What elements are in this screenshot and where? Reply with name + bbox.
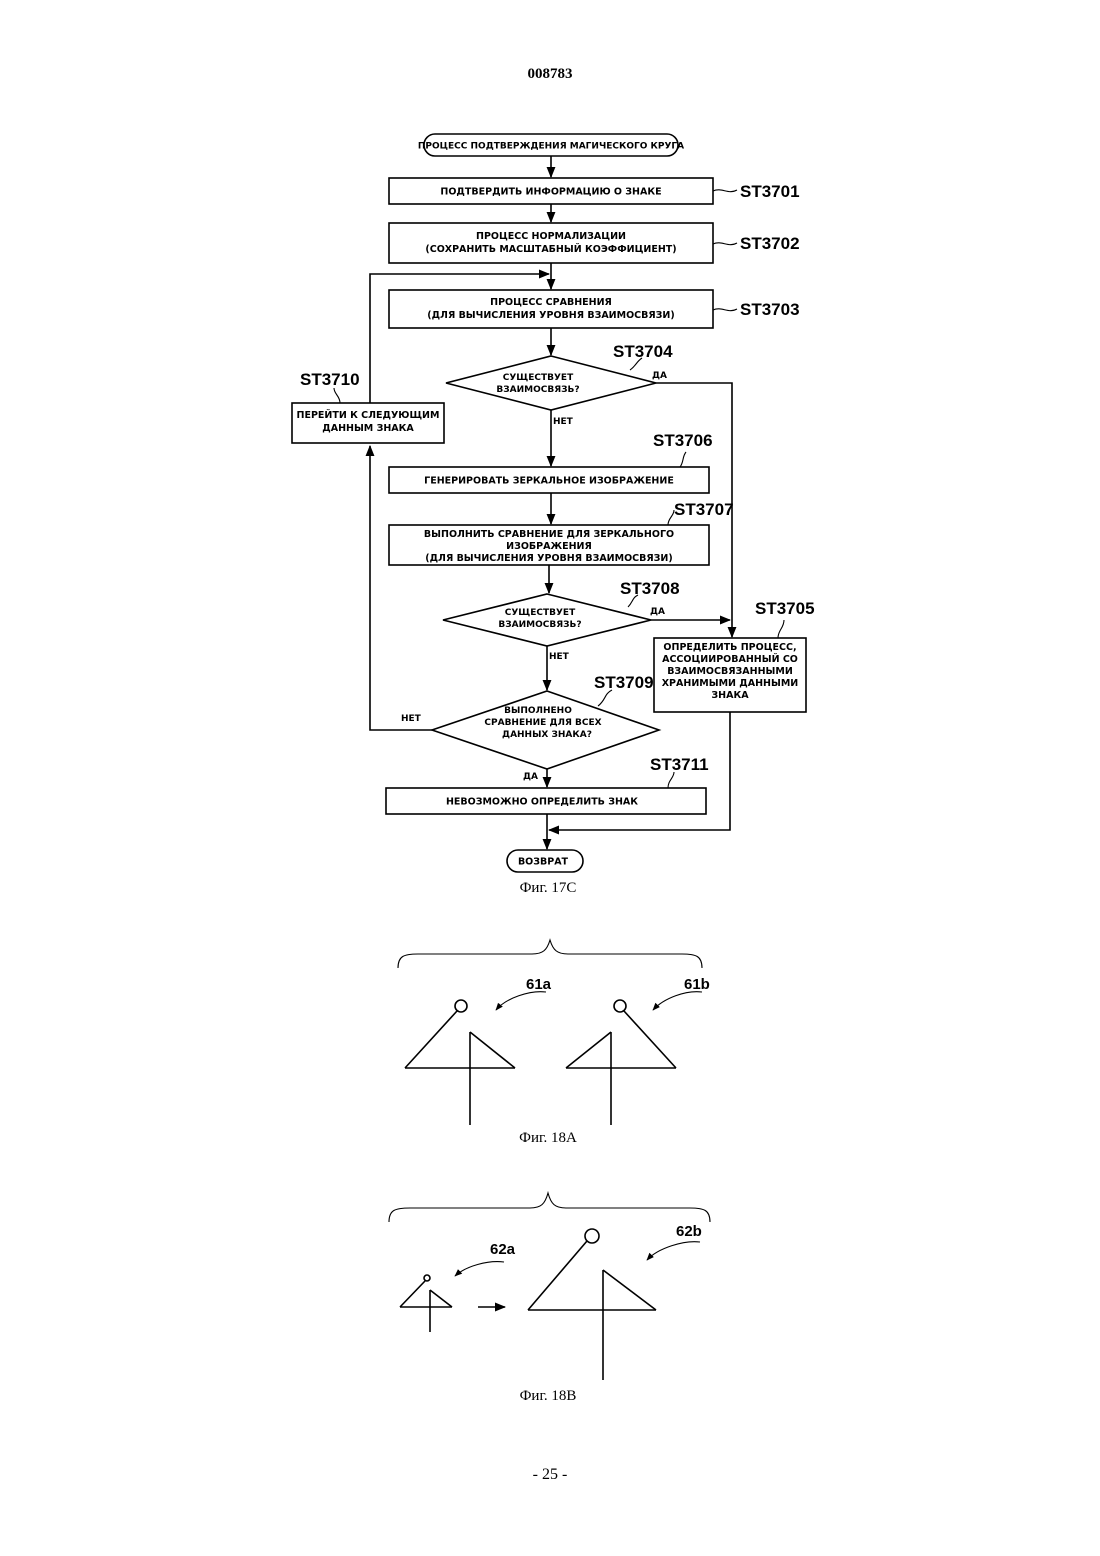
start-terminator: ПРОЦЕСС ПОДТВЕРЖДЕНИЯ МАГИЧЕСКОГО КРУГА xyxy=(418,134,684,156)
svg-text:ДА: ДА xyxy=(523,772,538,782)
svg-text:ПОДТВЕРДИТЬ ИНФОРМАЦИЮ О ЗНАКЕ: ПОДТВЕРДИТЬ ИНФОРМАЦИЮ О ЗНАКЕ xyxy=(440,187,661,198)
svg-text:(СОХРАНИТЬ МАСШТАБНЫЙ КОЭФФИЦИ: (СОХРАНИТЬ МАСШТАБНЫЙ КОЭФФИЦИЕНТ) xyxy=(425,243,676,255)
svg-text:СУЩЕСТВУЕТ: СУЩЕСТВУЕТ xyxy=(503,373,574,383)
svg-text:ST3706: ST3706 xyxy=(653,431,713,450)
svg-text:ДА: ДА xyxy=(652,371,667,381)
step-st3701: ПОДТВЕРДИТЬ ИНФОРМАЦИЮ О ЗНАКЕ ST3701 xyxy=(389,178,800,204)
step-st3707: ВЫПОЛНИТЬ СРАВНЕНИЕ ДЛЯ ЗЕРКАЛЬНОГО ИЗОБ… xyxy=(389,500,734,565)
svg-text:СРАВНЕНИЕ ДЛЯ ВСЕХ: СРАВНЕНИЕ ДЛЯ ВСЕХ xyxy=(484,718,601,728)
step-st3702: ПРОЦЕСС НОРМАЛИЗАЦИИ (СОХРАНИТЬ МАСШТАБН… xyxy=(389,223,800,263)
step-st3710: ПЕРЕЙТИ К СЛЕДУЮЩИМ ДАННЫМ ЗНАКА ST3710 xyxy=(292,370,444,443)
svg-text:ST3704: ST3704 xyxy=(613,342,673,361)
svg-text:ВЗАИМОСВЯЗЬ?: ВЗАИМОСВЯЗЬ? xyxy=(496,385,579,395)
decision-st3708: СУЩЕСТВУЕТ ВЗАИМОСВЯЗЬ? ST3708 ДА НЕТ xyxy=(443,579,680,662)
figure-fig18b: 62a 62b Фиг. 18В xyxy=(389,1193,710,1404)
svg-text:61b: 61b xyxy=(684,976,710,993)
svg-text:ВОЗВРАТ: ВОЗВРАТ xyxy=(518,857,569,868)
svg-text:ВЗАИМОСВЯЗАННЫМИ: ВЗАИМОСВЯЗАННЫМИ xyxy=(667,666,793,677)
svg-text:ВЗАИМОСВЯЗЬ?: ВЗАИМОСВЯЗЬ? xyxy=(498,620,581,630)
symbol-61a: 61a xyxy=(405,976,552,1125)
svg-text:ST3707: ST3707 xyxy=(674,500,734,519)
symbol-62a: 62a xyxy=(400,1241,516,1332)
svg-text:ОПРЕДЕЛИТЬ ПРОЦЕСС,: ОПРЕДЕЛИТЬ ПРОЦЕСС, xyxy=(663,642,796,653)
step-st3705: ОПРЕДЕЛИТЬ ПРОЦЕСС, АССОЦИИРОВАННЫЙ СО В… xyxy=(654,599,815,712)
svg-text:ПРОЦЕСС ПОДТВЕРЖДЕНИЯ МАГИЧЕСК: ПРОЦЕСС ПОДТВЕРЖДЕНИЯ МАГИЧЕСКОГО КРУГА xyxy=(418,142,684,152)
decision-st3709: ВЫПОЛНЕНО СРАВНЕНИЕ ДЛЯ ВСЕХ ДАННЫХ ЗНАК… xyxy=(401,673,659,782)
svg-text:ГЕНЕРИРОВАТЬ ЗЕРКАЛЬНОЕ ИЗОБРА: ГЕНЕРИРОВАТЬ ЗЕРКАЛЬНОЕ ИЗОБРАЖЕНИЕ xyxy=(424,476,674,487)
symbol-61b: 61b xyxy=(566,976,710,1125)
caption-fig17c: Фиг. 17С xyxy=(520,880,577,896)
svg-text:62a: 62a xyxy=(490,1241,516,1258)
svg-text:ST3711: ST3711 xyxy=(650,755,709,774)
svg-text:ПРОЦЕСС НОРМАЛИЗАЦИИ: ПРОЦЕСС НОРМАЛИЗАЦИИ xyxy=(476,231,626,242)
svg-text:ЗНАКА: ЗНАКА xyxy=(711,690,749,701)
svg-text:ИЗОБРАЖЕНИЯ: ИЗОБРАЖЕНИЯ xyxy=(506,541,592,552)
svg-text:АССОЦИИРОВАННЫЙ СО: АССОЦИИРОВАННЫЙ СО xyxy=(662,653,798,665)
svg-text:СУЩЕСТВУЕТ: СУЩЕСТВУЕТ xyxy=(505,608,576,618)
end-terminator: ВОЗВРАТ xyxy=(507,850,583,872)
flowchart-fig17c: ПРОЦЕСС ПОДТВЕРЖДЕНИЯ МАГИЧЕСКОГО КРУГА … xyxy=(292,134,815,896)
svg-text:ПЕРЕЙТИ К СЛЕДУЮЩИМ: ПЕРЕЙТИ К СЛЕДУЮЩИМ xyxy=(297,409,440,421)
svg-text:(ДЛЯ ВЫЧИСЛЕНИЯ УРОВНЯ ВЗАИМО: (ДЛЯ ВЫЧИСЛЕНИЯ УРОВНЯ ВЗАИМОСВЯЗИ) xyxy=(425,553,672,564)
step-st3703: ПРОЦЕСС СРАВНЕНИЯ (ДЛЯ ВЫЧИСЛЕНИЯ УРОВНЯ… xyxy=(389,290,800,328)
svg-text:НЕТ: НЕТ xyxy=(401,714,422,724)
svg-text:62b: 62b xyxy=(676,1223,702,1240)
svg-text:ДАННЫМ ЗНАКА: ДАННЫМ ЗНАКА xyxy=(322,423,414,434)
page-number: - 25 - xyxy=(0,1466,1100,1484)
svg-text:ВЫПОЛНЕНО: ВЫПОЛНЕНО xyxy=(504,706,572,716)
svg-text:(ДЛЯ ВЫЧИСЛЕНИЯ УРОВНЯ ВЗАИМОС: (ДЛЯ ВЫЧИСЛЕНИЯ УРОВНЯ ВЗАИМОСВЯЗИ) xyxy=(427,310,674,321)
caption-fig18a: Фиг. 18А xyxy=(519,1130,577,1146)
caption-fig18b: Фиг. 18В xyxy=(520,1388,577,1404)
svg-text:ST3710: ST3710 xyxy=(300,370,360,389)
svg-text:НЕТ: НЕТ xyxy=(549,652,570,662)
svg-text:ST3705: ST3705 xyxy=(755,599,815,618)
symbol-62b: 62b xyxy=(528,1223,702,1380)
svg-text:ДАННЫХ ЗНАКА?: ДАННЫХ ЗНАКА? xyxy=(502,730,592,740)
svg-text:ST3703: ST3703 xyxy=(740,300,800,319)
svg-text:ST3708: ST3708 xyxy=(620,579,680,598)
svg-text:НЕВОЗМОЖНО ОПРЕДЕЛИТЬ ЗНАК: НЕВОЗМОЖНО ОПРЕДЕЛИТЬ ЗНАК xyxy=(446,797,638,808)
svg-text:ВЫПОЛНИТЬ СРАВНЕНИЕ ДЛЯ ЗЕРКАЛ: ВЫПОЛНИТЬ СРАВНЕНИЕ ДЛЯ ЗЕРКАЛЬНОГО xyxy=(424,529,674,540)
svg-text:ST3709: ST3709 xyxy=(594,673,654,692)
svg-text:ST3702: ST3702 xyxy=(740,234,800,253)
svg-text:ПРОЦЕСС СРАВНЕНИЯ: ПРОЦЕСС СРАВНЕНИЯ xyxy=(490,297,612,308)
svg-text:ХРАНИМЫМИ ДАННЫМИ: ХРАНИМЫМИ ДАННЫМИ xyxy=(662,678,799,689)
svg-text:НЕТ: НЕТ xyxy=(553,417,574,427)
svg-text:ДА: ДА xyxy=(650,607,665,617)
figure-fig18a: 61a 61b Фиг. 18А xyxy=(398,940,710,1146)
svg-text:61a: 61a xyxy=(526,976,552,993)
svg-text:ST3701: ST3701 xyxy=(740,182,800,201)
decision-st3704: СУЩЕСТВУЕТ ВЗАИМОСВЯЗЬ? ST3704 ДА НЕТ xyxy=(446,342,673,427)
